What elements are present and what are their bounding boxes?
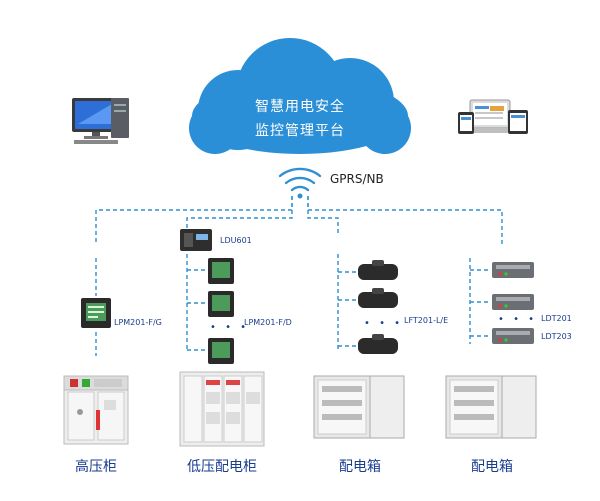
high-voltage-cabinet (63, 375, 129, 445)
caption-distribution-box-1: 配电箱 (339, 459, 381, 475)
multi-device-icon (458, 99, 528, 134)
distribution-box (313, 375, 405, 439)
ldt-module (492, 328, 534, 344)
lpm201-fd-label: LPM201-F/D (244, 318, 292, 327)
cloud-title-line2: 监控管理平台 (255, 123, 345, 139)
ldt201-label: LDT201 (541, 314, 572, 323)
caption-high-voltage: 高压柜 (75, 459, 117, 475)
ldt-module (492, 294, 534, 310)
lft201-sensor (358, 260, 398, 280)
lft201-label: LFT201-L/E (404, 316, 449, 325)
low-voltage-cabinet (179, 371, 265, 447)
lft201-sensor (358, 288, 398, 308)
lft201-sensor (358, 334, 398, 354)
distribution-box (445, 375, 537, 439)
more-meters-ellipsis: • • • (210, 322, 250, 333)
lpm201-fd-meter (208, 258, 234, 284)
caption-low-voltage: 低压配电柜 (187, 459, 257, 475)
ldt-module (492, 262, 534, 278)
desktop-computer-icon (72, 98, 129, 144)
ldt203-label: LDT203 (541, 332, 572, 341)
lpm201-fd-meter (208, 291, 234, 317)
wifi-icon (278, 167, 322, 199)
ldu601-device (180, 229, 212, 251)
network-lines (95, 196, 503, 356)
cloud-title-line1: 智慧用电安全 (255, 99, 345, 115)
lpm201-fg-label: LPM201-F/G (114, 318, 162, 327)
ldu601-label: LDU601 (220, 236, 252, 245)
caption-distribution-box-2: 配电箱 (471, 459, 513, 475)
lpm201-fg-meter (81, 298, 111, 328)
more-modules-ellipsis: • • • (498, 314, 538, 325)
more-sensors-ellipsis: • • • (364, 318, 404, 329)
network-label: GPRS/NB (330, 172, 384, 186)
cloud-shape (189, 38, 411, 154)
lpm201-fd-meter (208, 338, 234, 364)
